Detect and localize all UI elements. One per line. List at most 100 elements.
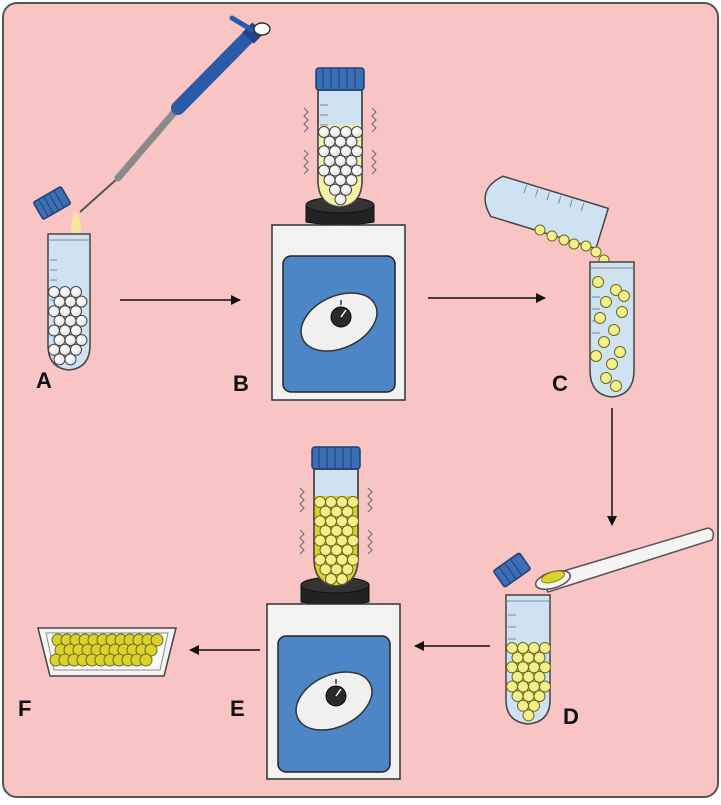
bead xyxy=(511,690,524,703)
bead xyxy=(533,690,546,703)
bead xyxy=(334,193,347,206)
cap-icon xyxy=(493,552,531,588)
bead xyxy=(610,380,622,392)
bead xyxy=(340,183,352,196)
bead xyxy=(345,154,358,167)
bead-cluster xyxy=(506,642,551,722)
bead xyxy=(522,651,535,664)
step-label-d: D xyxy=(563,704,579,729)
bead xyxy=(539,661,551,674)
tube-icon xyxy=(47,233,91,371)
bead xyxy=(592,276,604,288)
bead xyxy=(64,353,77,366)
bead xyxy=(533,670,546,683)
bead xyxy=(539,642,551,654)
bead xyxy=(522,690,535,703)
bead xyxy=(53,334,66,347)
bead xyxy=(539,680,551,693)
bead xyxy=(53,353,66,366)
bead xyxy=(341,524,354,537)
bead xyxy=(618,290,630,302)
bead xyxy=(319,544,332,557)
vibration-icon xyxy=(303,107,377,175)
cap-icon xyxy=(33,186,71,220)
bead xyxy=(347,534,359,547)
step-label-e: E xyxy=(230,696,245,721)
bead xyxy=(568,238,580,250)
shaker-icon xyxy=(271,196,406,401)
tube-icon xyxy=(505,594,551,725)
bead xyxy=(334,135,347,148)
step-label-f: F xyxy=(18,696,32,721)
bead xyxy=(347,515,359,528)
bead xyxy=(75,334,88,347)
bead xyxy=(330,505,343,518)
step-c-group xyxy=(484,175,635,398)
bead xyxy=(345,174,358,187)
bead xyxy=(325,573,337,585)
bead xyxy=(336,573,348,585)
bead-cluster xyxy=(49,633,164,667)
tube-icon xyxy=(589,261,635,398)
step-d-group xyxy=(493,527,715,725)
bead xyxy=(546,230,558,242)
bead xyxy=(598,336,610,348)
bead xyxy=(600,372,612,384)
shaker-icon xyxy=(266,576,401,780)
bead xyxy=(533,651,546,664)
bead xyxy=(351,126,363,138)
pipette-icon xyxy=(79,15,271,213)
bead xyxy=(580,240,592,252)
tube-icon xyxy=(315,67,365,208)
weigh-boat-icon xyxy=(37,627,177,677)
bead xyxy=(323,174,336,187)
tube-icon xyxy=(311,446,361,587)
bead xyxy=(345,135,358,148)
bead xyxy=(610,284,622,296)
bead xyxy=(139,653,153,667)
step-f-group xyxy=(37,627,177,677)
bead xyxy=(608,324,620,336)
bead xyxy=(347,496,359,508)
step-a-group xyxy=(33,15,271,371)
step-b-group xyxy=(271,67,406,401)
bead xyxy=(319,505,332,518)
bead xyxy=(528,699,540,712)
bead xyxy=(75,295,88,308)
step-label-c: C xyxy=(552,371,568,396)
bead xyxy=(70,286,82,298)
bead xyxy=(334,174,347,187)
bead xyxy=(150,633,164,647)
bead xyxy=(341,505,354,518)
bead xyxy=(70,343,82,356)
bead xyxy=(590,350,602,362)
spatula-icon xyxy=(534,527,715,593)
bead xyxy=(614,346,626,358)
vibration-icon xyxy=(299,487,373,555)
bead xyxy=(558,234,570,246)
bead xyxy=(594,312,606,324)
bead xyxy=(70,324,82,337)
bead xyxy=(341,563,354,576)
step-e-group xyxy=(266,446,401,780)
bead xyxy=(341,544,354,557)
bead xyxy=(351,145,363,158)
bead xyxy=(330,544,343,557)
bead xyxy=(75,314,88,327)
bead xyxy=(64,295,77,308)
bead xyxy=(534,224,546,236)
bead xyxy=(600,296,612,308)
bead xyxy=(323,135,336,148)
step-label-a: A xyxy=(36,368,52,393)
step-label-b: B xyxy=(233,371,249,396)
bead xyxy=(64,334,77,347)
bead-cluster xyxy=(314,496,359,585)
bead xyxy=(616,306,628,318)
bead-cluster xyxy=(318,126,363,206)
bead-cluster xyxy=(590,276,630,392)
bead xyxy=(606,358,618,370)
bead xyxy=(351,164,363,177)
bead xyxy=(590,246,602,258)
